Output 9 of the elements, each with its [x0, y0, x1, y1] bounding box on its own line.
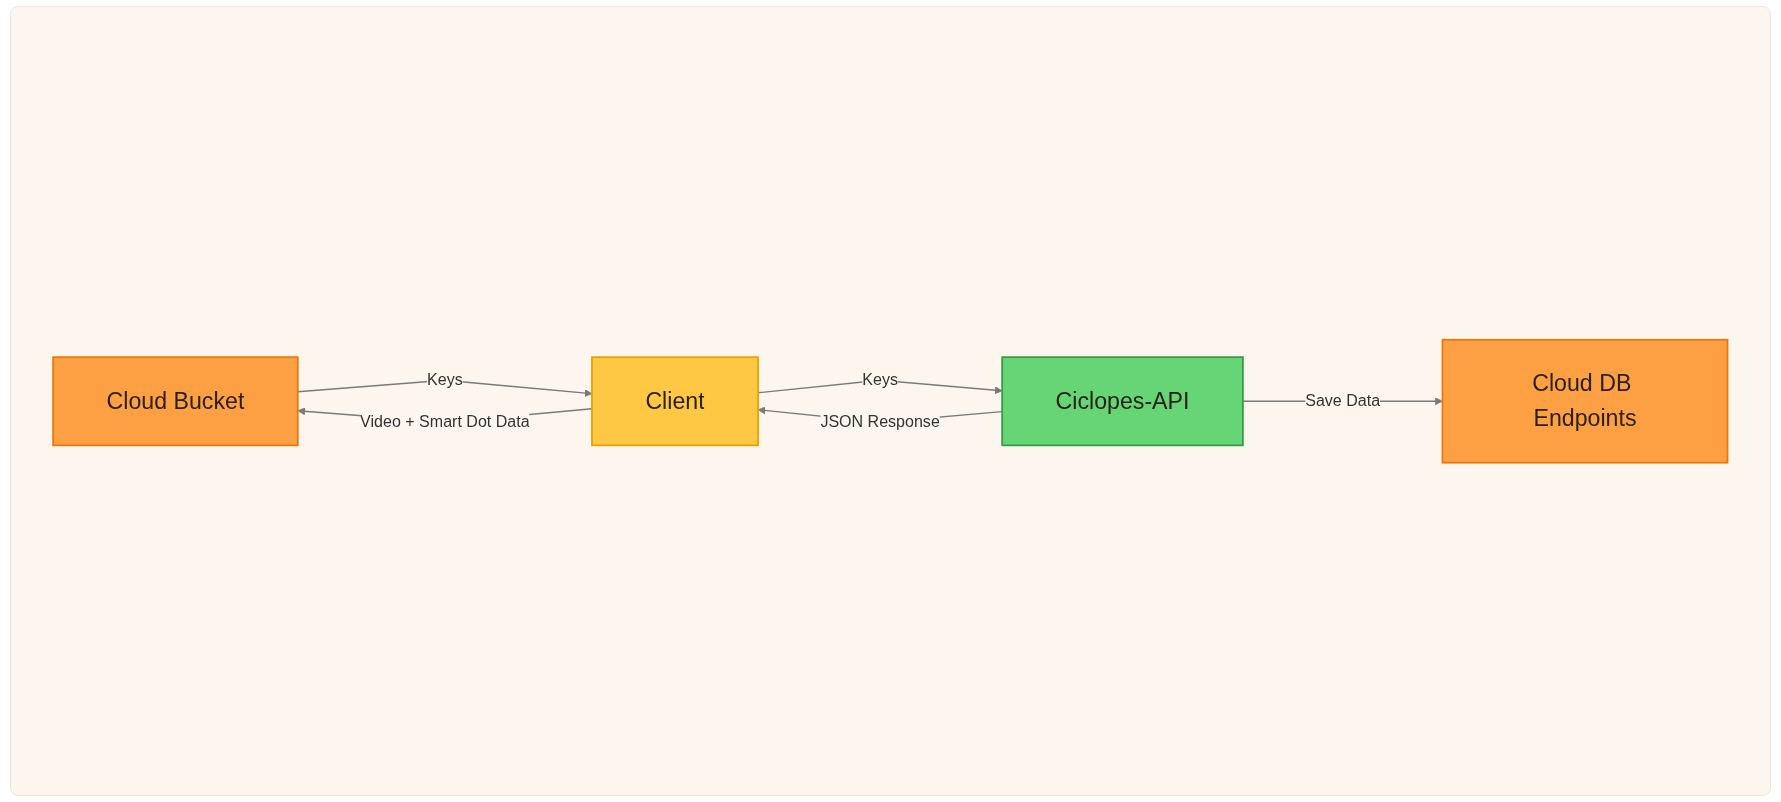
node-box: Cloud DB Endpoints [1441, 338, 1729, 464]
edge-label: Save Data [1305, 391, 1381, 410]
node-box: Ciclopes-API [1001, 356, 1244, 446]
edge-label: JSON Response [820, 412, 940, 431]
edge-label: Video + Smart Dot Data [360, 412, 530, 431]
edge-label: Keys [427, 370, 463, 389]
node-box: Client [591, 356, 760, 446]
node-box: Cloud Bucket [52, 356, 299, 446]
edge-label: Keys [862, 370, 899, 389]
